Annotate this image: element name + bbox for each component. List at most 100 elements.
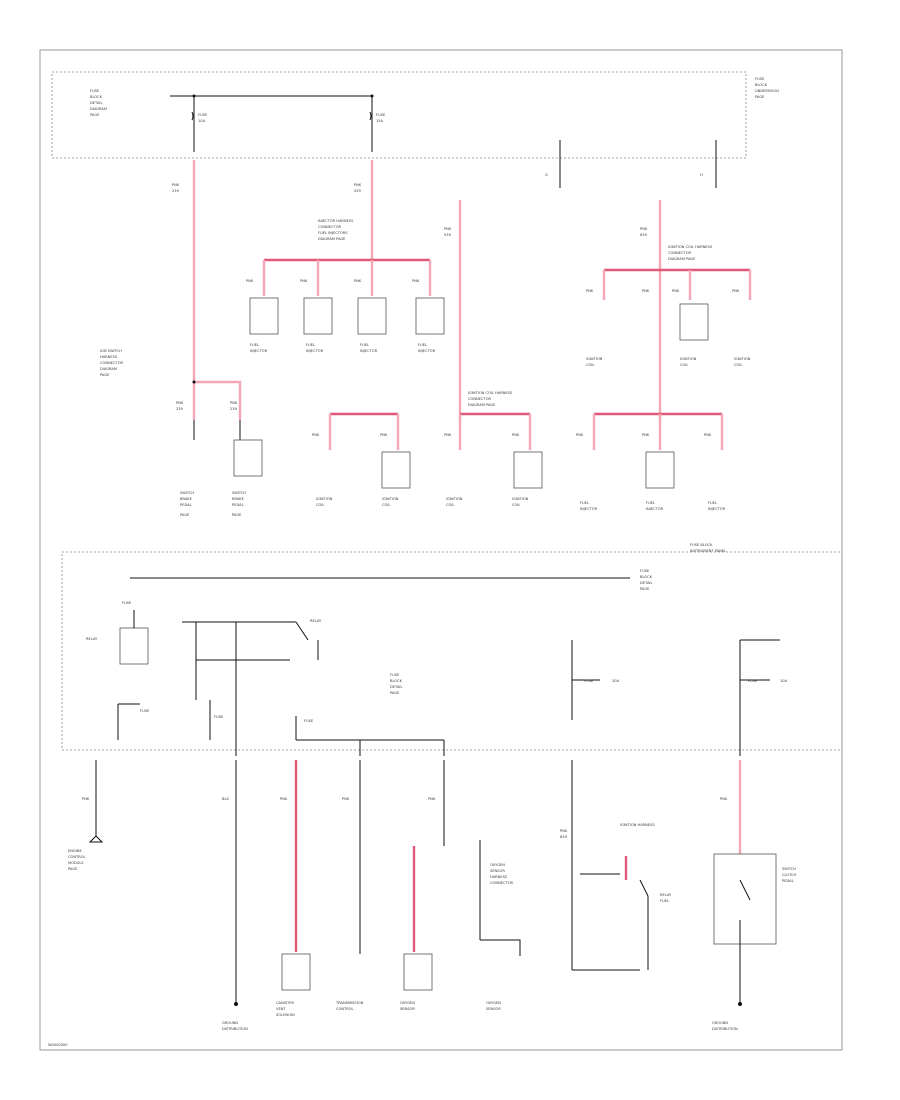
ignition-coil-4 <box>513 451 543 489</box>
relay-left <box>119 627 149 665</box>
svg-text:FUSE: FUSE <box>304 719 314 723</box>
svg-text:PEDAL: PEDAL <box>782 879 794 883</box>
svg-text:PNK: PNK <box>586 289 594 293</box>
ignition-coil-2 <box>381 451 411 489</box>
svg-text:BRAKE: BRAKE <box>180 497 193 501</box>
svg-text:OXYGEN: OXYGEN <box>490 863 505 867</box>
fuel-injector-2 <box>303 297 333 335</box>
svg-text:IGN SWITCH: IGN SWITCH <box>100 349 122 353</box>
svg-text:SENSOR: SENSOR <box>490 869 505 873</box>
svg-text:FUSE: FUSE <box>122 601 132 605</box>
svg-text:FUSE: FUSE <box>140 709 150 713</box>
svg-text:FUSE: FUSE <box>390 673 400 677</box>
svg-text:FUEL: FUEL <box>418 343 427 347</box>
svg-text:PNK: PNK <box>640 227 648 231</box>
svg-text:839: 839 <box>560 835 568 839</box>
svg-text:FUEL: FUEL <box>660 899 669 903</box>
svg-text:PNK: PNK <box>720 797 728 801</box>
svg-text:FUSE BLOCK: FUSE BLOCK <box>690 543 713 547</box>
svg-text:PNK: PNK <box>732 289 740 293</box>
svg-text:IGNITION: IGNITION <box>316 497 333 501</box>
svg-text:DISTRIBUTION: DISTRIBUTION <box>712 1027 738 1031</box>
svg-text:PNK: PNK <box>412 279 420 283</box>
svg-text:PAGE: PAGE <box>640 587 650 591</box>
svg-text:COIL: COIL <box>446 503 454 507</box>
svg-text:PAGE: PAGE <box>755 95 765 99</box>
underdash-fuse-block <box>61 551 843 751</box>
svg-text:PNK: PNK <box>428 797 436 801</box>
svg-text:FUSE: FUSE <box>376 113 386 117</box>
svg-text:PNK: PNK <box>172 183 180 187</box>
svg-text:PAGE: PAGE <box>180 513 190 517</box>
svg-text:PEDAL: PEDAL <box>180 503 192 507</box>
svg-text:PAGE: PAGE <box>68 867 78 871</box>
svg-text:DETAIL: DETAIL <box>90 101 102 105</box>
svg-text:COIL: COIL <box>586 363 594 367</box>
svg-text:HARNESS: HARNESS <box>490 875 508 879</box>
svg-text:PNK: PNK <box>230 401 238 405</box>
svg-text:PNK: PNK <box>380 433 388 437</box>
svg-text:OXYGEN: OXYGEN <box>486 1001 501 1005</box>
svg-text:MODULE: MODULE <box>68 861 84 865</box>
svg-text:CLUTCH: CLUTCH <box>782 873 796 877</box>
bottom-component-3 <box>403 953 433 991</box>
svg-text:DIAGRAM PAGE: DIAGRAM PAGE <box>668 257 696 261</box>
svg-text:FUEL: FUEL <box>646 501 655 505</box>
svg-text:INJECTOR: INJECTOR <box>360 349 378 353</box>
switch-right <box>713 853 777 945</box>
svg-text:COIL: COIL <box>734 363 742 367</box>
svg-text:FUSE: FUSE <box>755 77 765 81</box>
svg-text:20A: 20A <box>612 679 620 683</box>
svg-text:DIAGRAM: DIAGRAM <box>100 367 117 371</box>
svg-text:DIAGRAM PAGE: DIAGRAM PAGE <box>318 237 346 241</box>
svg-text:DETAIL: DETAIL <box>390 685 402 689</box>
svg-text:FUSE: FUSE <box>90 89 100 93</box>
svg-text:CONNECTOR: CONNECTOR <box>100 361 124 365</box>
svg-text:15A: 15A <box>376 119 384 123</box>
svg-text:FUSE: FUSE <box>748 679 758 683</box>
svg-text:SOLENOID: SOLENOID <box>276 1013 295 1017</box>
svg-text:PNK: PNK <box>176 401 184 405</box>
svg-text:PNK: PNK <box>642 289 650 293</box>
svg-text:INJECTOR: INJECTOR <box>306 349 324 353</box>
svg-text:CONNECTOR: CONNECTOR <box>318 225 342 229</box>
svg-text:BRAKE: BRAKE <box>232 497 245 501</box>
svg-text:INJECTOR: INJECTOR <box>646 507 664 511</box>
svg-text:IGNITION COIL HARNESS: IGNITION COIL HARNESS <box>468 391 513 395</box>
fuel-injector-6 <box>645 451 675 489</box>
svg-text:INJECTOR HARNESS: INJECTOR HARNESS <box>318 219 354 223</box>
ignition-coil-6 <box>679 303 709 341</box>
svg-text:H: H <box>700 173 703 177</box>
svg-text:PNK: PNK <box>82 797 90 801</box>
svg-text:FUEL: FUEL <box>306 343 315 347</box>
svg-text:PNK: PNK <box>444 433 452 437</box>
svg-text:GROUND: GROUND <box>222 1021 238 1025</box>
svg-text:RELAY: RELAY <box>86 637 98 641</box>
svg-text:IGNITION: IGNITION <box>446 497 463 501</box>
svg-text:BLOCK: BLOCK <box>640 575 653 579</box>
svg-text:COIL: COIL <box>316 503 324 507</box>
svg-text:IGNITION COIL HARNESS: IGNITION COIL HARNESS <box>668 245 713 249</box>
svg-text:INJECTOR: INJECTOR <box>708 507 726 511</box>
svg-text:CONNECTOR: CONNECTOR <box>490 881 514 885</box>
svg-text:PNK: PNK <box>246 279 254 283</box>
svg-text:639: 639 <box>640 233 648 237</box>
svg-text:PNK: PNK <box>642 433 650 437</box>
svg-text:PAGE: PAGE <box>100 373 110 377</box>
svg-text:G: G <box>545 173 548 177</box>
svg-text:CONTROL: CONTROL <box>68 855 86 859</box>
svg-text:DIAGRAM: DIAGRAM <box>90 107 107 111</box>
fuel-injector-1 <box>249 297 279 335</box>
svg-text:OXYGEN: OXYGEN <box>400 1001 415 1005</box>
svg-text:IGNITION: IGNITION <box>680 357 697 361</box>
svg-text:IGNITION: IGNITION <box>586 357 603 361</box>
svg-text:PNK: PNK <box>444 227 452 231</box>
